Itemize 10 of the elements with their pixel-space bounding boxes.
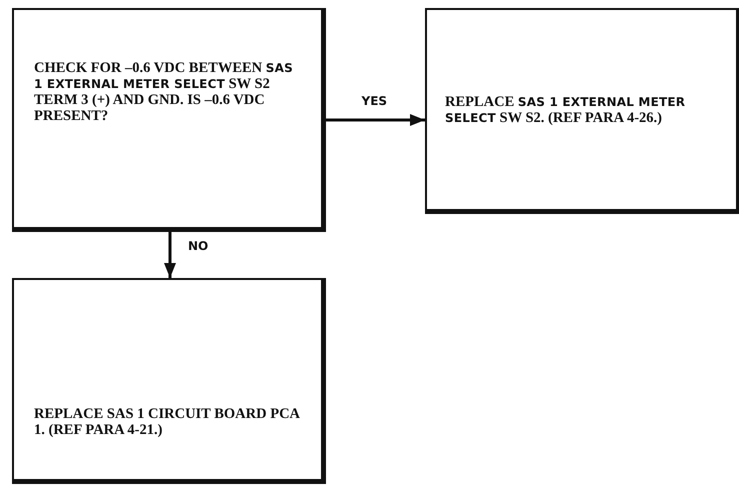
arrow bbox=[164, 232, 176, 278]
process-box bbox=[12, 8, 326, 232]
box-text: CHECK FOR –0.6 VDC BETWEEN SAS 1 EXTERNAL METER SELECT SW S2 TERM 3 (+) AND GND. IS –0.6 VDC PRESENT? bbox=[34, 60, 294, 124]
box-text: REPLACE SAS 1 CIRCUIT BOARD PCA 1. (REF PARA 4-21.) bbox=[34, 406, 301, 438]
process-box bbox=[12, 278, 326, 484]
edge-label: YES bbox=[360, 94, 390, 108]
box-text: REPLACE SAS 1 EXTERNAL METER SELECT SW S2. (REF PARA 4-26.) bbox=[445, 94, 686, 126]
process-box bbox=[425, 8, 739, 214]
edge-label: NO bbox=[186, 239, 210, 253]
arrow bbox=[326, 114, 425, 126]
